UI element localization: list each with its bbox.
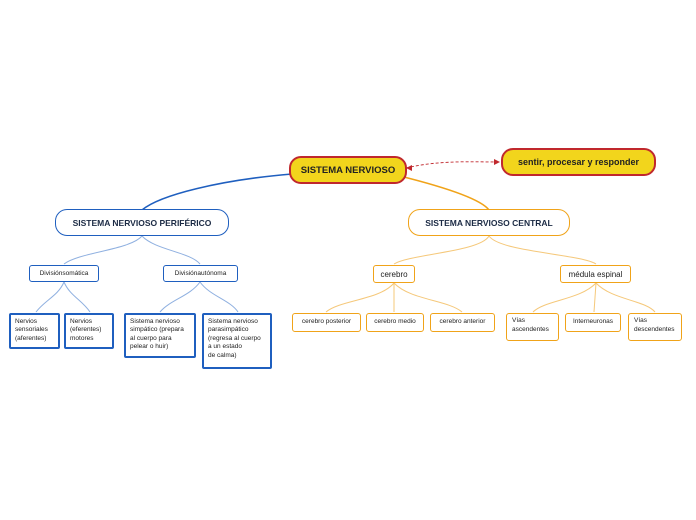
leaf-descending-text: Vías descendentes bbox=[634, 317, 675, 333]
peripheral-topic[interactable]: SISTEMA NERVIOSO PERIFÉRICO bbox=[55, 209, 229, 236]
leaf-sensory-nerves[interactable]: Nervios sensoriales (aferentes) bbox=[9, 313, 60, 349]
relation-arrow-right bbox=[494, 159, 500, 165]
root-node[interactable]: SISTEMA NERVIOSO bbox=[289, 156, 407, 184]
leaf-descending[interactable]: Vías descendentes bbox=[628, 313, 682, 341]
spinal-label: médula espinal bbox=[568, 269, 623, 279]
leaf-parasympathetic[interactable]: Sistema nervioso parasimpático (regresa … bbox=[202, 313, 272, 369]
leaf-interneurons-text: Interneuronas bbox=[572, 318, 614, 326]
link-root-peripheral bbox=[141, 173, 293, 211]
note-node[interactable]: sentir, procesar y responder bbox=[501, 148, 656, 176]
autonomic-division[interactable]: Divisiónautónoma bbox=[163, 265, 238, 282]
leaf-hindbrain[interactable]: cerebro posterior bbox=[292, 313, 361, 332]
central-topic[interactable]: SISTEMA NERVIOSO CENTRAL bbox=[408, 209, 570, 236]
autonomic-label: Divisiónautónoma bbox=[174, 270, 227, 277]
peripheral-label: SISTEMA NERVIOSO PERIFÉRICO bbox=[72, 217, 212, 228]
central-label: SISTEMA NERVIOSO CENTRAL bbox=[425, 217, 553, 228]
somatic-label: Divisiónsomática bbox=[39, 270, 89, 277]
brain-label: cerebro bbox=[380, 269, 408, 279]
leaf-ascending-text: Vías ascendentes bbox=[512, 317, 549, 333]
leaf-interneurons[interactable]: Interneuronas bbox=[565, 313, 621, 332]
somatic-division[interactable]: Divisiónsomática bbox=[29, 265, 99, 282]
leaf-motor-text: Nervios (eferentes) motores bbox=[70, 318, 102, 342]
leaf-hindbrain-text: cerebro posterior bbox=[301, 318, 352, 326]
leaf-forebrain-text: cerebro anterior bbox=[439, 318, 486, 326]
leaf-forebrain[interactable]: cerebro anterior bbox=[430, 313, 495, 332]
brain-node[interactable]: cerebro bbox=[373, 265, 415, 283]
leaf-sympathetic[interactable]: Sistema nervioso simpático (prepara al c… bbox=[124, 313, 196, 358]
leaf-parasympathetic-text: Sistema nervioso parasimpático (regresa … bbox=[208, 318, 261, 359]
relation-link bbox=[405, 161, 501, 169]
leaf-sympathetic-text: Sistema nervioso simpático (prepara al c… bbox=[130, 318, 184, 351]
note-label: sentir, procesar y responder bbox=[517, 157, 640, 167]
leaf-ascending[interactable]: Vías ascendentes bbox=[506, 313, 559, 341]
spinal-cord-node[interactable]: médula espinal bbox=[560, 265, 631, 283]
link-root-central bbox=[399, 175, 490, 211]
leaf-midbrain-text: cerebro medio bbox=[374, 318, 416, 326]
leaf-midbrain[interactable]: cerebro medio bbox=[366, 313, 424, 332]
relation-arrow-left bbox=[406, 165, 412, 171]
leaf-sensory-text: Nervios sensoriales (aferentes) bbox=[15, 318, 48, 342]
root-label: SISTEMA NERVIOSO bbox=[300, 164, 396, 176]
leaf-motor-nerves[interactable]: Nervios (eferentes) motores bbox=[64, 313, 114, 349]
